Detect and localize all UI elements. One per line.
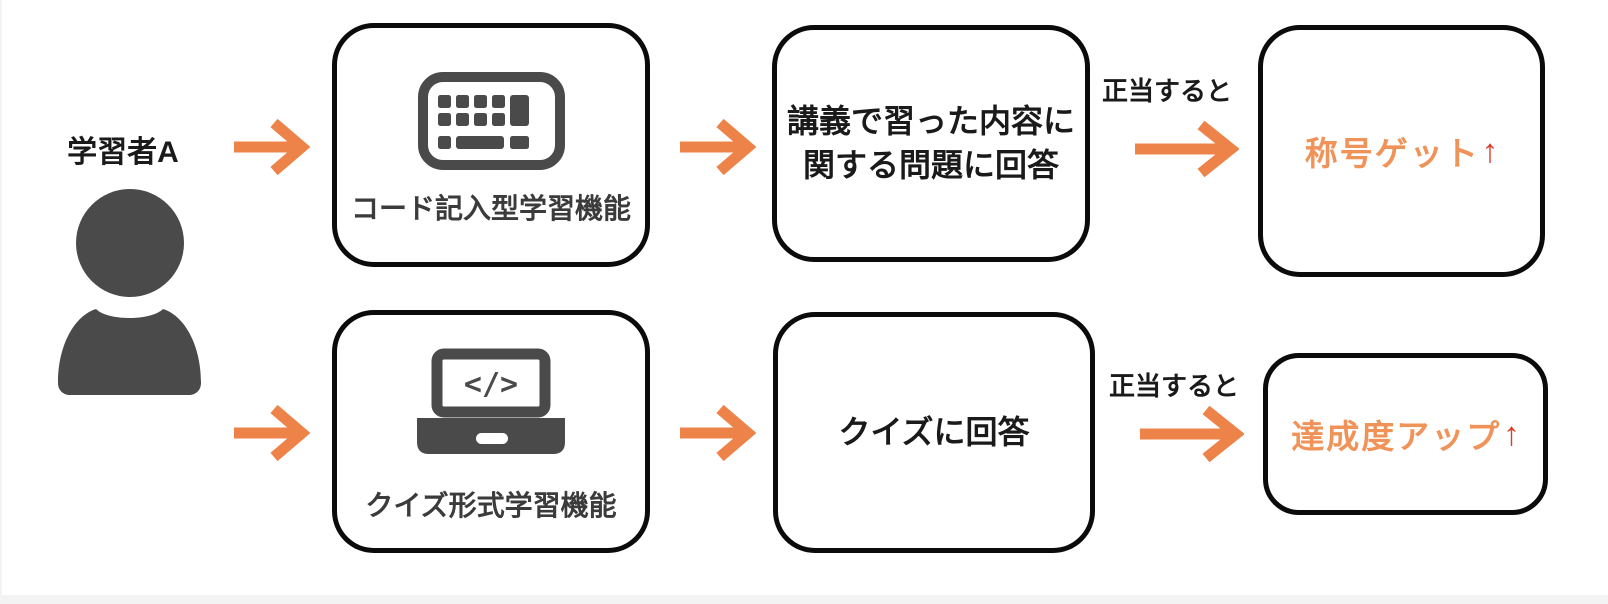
- task-box-quiz-answer: クイズに回答: [773, 312, 1095, 553]
- actor-label: 学習者A: [67, 136, 179, 169]
- condition-label-top: 正当すると: [1101, 76, 1232, 106]
- flow-arrow-bottom-2-icon: [678, 404, 756, 462]
- keyboard-icon: [417, 72, 565, 170]
- flow-arrow-top-1-icon: [232, 118, 310, 176]
- feature-box-code: コード記入型学習機能: [332, 23, 650, 267]
- reward-box-title: 称号ゲット ↑: [1258, 25, 1545, 277]
- flow-arrow-bottom-condition-icon: [1138, 405, 1244, 463]
- reward-row: 称号ゲット ↑: [1305, 127, 1499, 175]
- reward-row: 達成度アップ ↑: [1291, 410, 1520, 458]
- task-box-lecture-questions: 講義で習った内容に 関する問題に回答: [772, 25, 1090, 262]
- task-text-line2: 関する問題に回答: [802, 146, 1059, 183]
- feature-box-code-label: コード記入型学習機能: [350, 193, 631, 224]
- condition-label-bottom: 正当すると: [1108, 371, 1239, 401]
- flow-arrow-bottom-1-icon: [232, 404, 310, 462]
- up-arrow-icon: ↑: [1481, 132, 1499, 169]
- page-bottom-strip: [0, 595, 1608, 604]
- page-left-edge: [0, 0, 2, 604]
- laptop-code-icon: </>: [417, 348, 565, 454]
- flow-arrow-top-2-icon: [678, 118, 756, 176]
- up-arrow-icon: ↑: [1503, 415, 1520, 452]
- reward-box-achievement: 達成度アップ ↑: [1263, 353, 1548, 515]
- feature-box-quiz-label: クイズ形式学習機能: [365, 490, 617, 521]
- task-text-line1: 講義で習った内容に: [786, 103, 1075, 140]
- laptop-screen-code-text: </>: [464, 367, 518, 402]
- person-icon: [58, 189, 201, 395]
- feature-box-quiz: </> クイズ形式学習機能: [332, 310, 650, 553]
- task-text-line1: クイズに回答: [838, 413, 1030, 450]
- reward-label-achievement: 達成度アップ: [1291, 418, 1502, 455]
- flow-arrow-top-condition-icon: [1133, 120, 1239, 178]
- reward-label-title: 称号ゲット: [1304, 135, 1480, 172]
